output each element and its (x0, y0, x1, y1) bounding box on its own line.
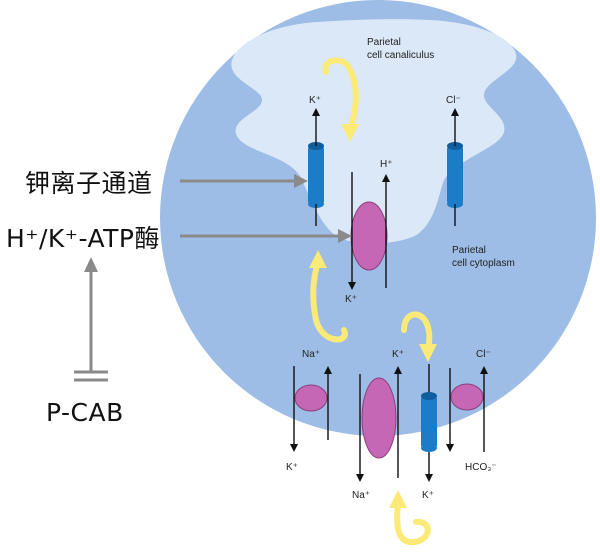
ion-k-center: K⁺ (392, 349, 404, 360)
ion-cl-right: Cl⁻ (476, 349, 491, 360)
k-recycle-arrow-bottom (394, 502, 431, 546)
hk-atpase-label: H⁺/K⁺-ATP酶 (6, 224, 160, 253)
ion-hco3: HCO₃⁻ (465, 462, 497, 473)
ion-k-mid: K⁺ (345, 294, 357, 305)
canaliculus-region (231, 19, 517, 244)
pcab-label: P-CAB (46, 398, 124, 427)
potassium-channel-bottom (421, 392, 437, 452)
ion-k-bottom: K⁺ (422, 490, 434, 501)
na-k-exchanger-left (294, 384, 328, 412)
cl-hco3-exchanger (450, 383, 484, 411)
chloride-channel-top (447, 142, 463, 208)
cytoplasm-label: Parietal cell cytoplasm (452, 245, 515, 269)
na-k-atpase-pump (361, 377, 397, 459)
ion-na-bottom: Na⁺ (352, 490, 371, 501)
k-recycle-arrow-center (401, 311, 433, 353)
k-recycle-arrow-mid (310, 259, 348, 343)
potassium-channel-label: 钾离子通道 (25, 169, 153, 198)
canaliculus-label: Parietal cell canaliculus (367, 37, 435, 61)
ion-na-left: Na⁺ (302, 349, 321, 360)
ion-k-top: K⁺ (309, 95, 321, 106)
hk-atpase-pump (350, 201, 388, 271)
ion-h-top: H⁺ (380, 159, 393, 170)
k-recycle-arrow-top (322, 57, 359, 133)
ion-cl-top: Cl⁻ (446, 95, 461, 106)
ion-k-bottom-left: K⁺ (286, 462, 298, 473)
potassium-channel-top (308, 142, 324, 208)
